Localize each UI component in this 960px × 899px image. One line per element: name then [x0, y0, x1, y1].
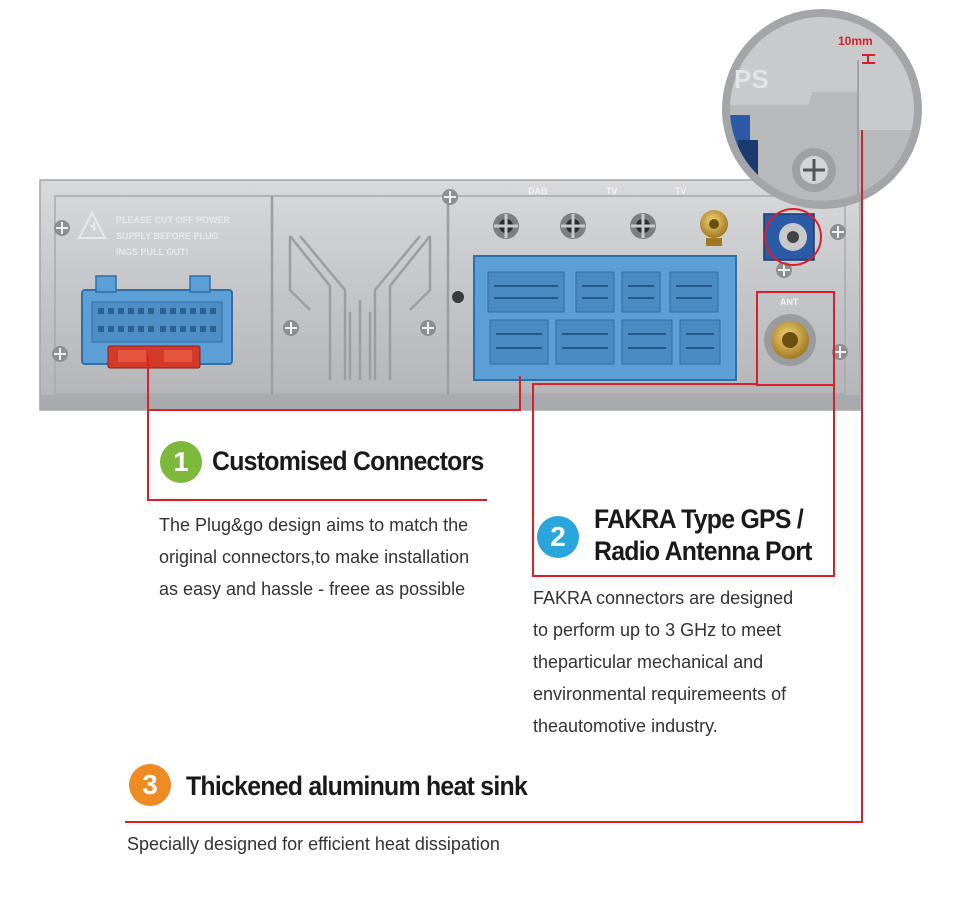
warning-text-line: INGS PULL OUT!	[116, 247, 189, 257]
dimension-label: 10mm	[838, 34, 873, 48]
screw-icon	[830, 224, 846, 240]
feature-3-badge: 3	[129, 764, 171, 806]
screw-icon	[442, 189, 458, 205]
warning-text-line: SUPPLY BEFORE PLUG	[116, 231, 219, 241]
port-label-tv: TV	[675, 186, 687, 196]
feature-1-text-line: as easy and hassle - freee as possible	[159, 579, 466, 599]
port-label-dab: DAB	[528, 186, 548, 196]
multi-connector-block	[473, 255, 737, 381]
sma-port-icon	[700, 210, 728, 246]
dab-port-icon	[493, 213, 519, 239]
feature-2-text-line: environmental requiremeents of	[533, 684, 787, 704]
screw-icon	[832, 344, 848, 360]
leader-lines	[125, 54, 875, 823]
feature-1-text-line: The Plug&go design aims to match the	[159, 515, 469, 535]
ant-label: ANT	[780, 297, 799, 307]
feature-2-title-line: Radio Antenna Port	[594, 536, 812, 566]
screw-icon	[54, 220, 70, 236]
warning-text-line: PLEASE CUT OFF POWER	[116, 215, 231, 225]
ant-port	[764, 314, 816, 366]
feature-2-text-line: FAKRA connectors are designed	[533, 588, 794, 608]
screw-icon	[283, 320, 299, 336]
feature-2-badge: 2	[537, 516, 579, 558]
feature-1-badge: 1	[160, 441, 202, 483]
warning-icon	[77, 210, 107, 239]
feature-3-title: Thickened aluminum heat sink	[186, 771, 528, 801]
tv-port-icon	[630, 213, 656, 239]
screw-icon	[420, 320, 436, 336]
feature-2-text-line: to perform up to 3 GHz to meet	[533, 620, 782, 640]
fakra-gps-port	[763, 213, 815, 261]
feature-2-title-line: FAKRA Type GPS /	[594, 504, 804, 534]
port-label-tv: TV	[606, 186, 618, 196]
feature-1-text-line: original connectors,to make installation	[159, 547, 470, 567]
heat-sink-relief	[270, 196, 450, 395]
feature-1-title: Customised Connectors	[212, 446, 484, 476]
gps-text: PS	[734, 64, 769, 94]
iso-connector	[81, 275, 233, 369]
feature-2-text-line: theautomotive industry.	[533, 716, 718, 736]
tv-port-icon	[560, 213, 586, 239]
feature-3-text-line: Specially designed for efficient heat di…	[127, 834, 500, 854]
screw-icon	[776, 262, 792, 278]
screw-icon	[52, 346, 68, 362]
feature-2-text-line: theparticular mechanical and	[533, 652, 764, 672]
